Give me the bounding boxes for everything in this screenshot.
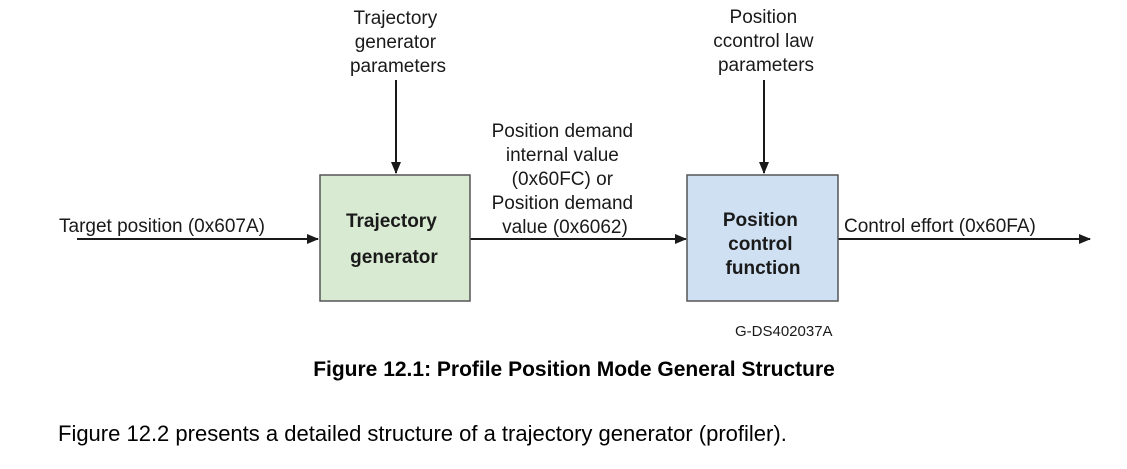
figure-caption: Figure 12.1: Profile Position Mode Gener… [313, 358, 835, 381]
input-label: Target position (0x607A) [59, 216, 265, 237]
traj-box-label: Trajectory generator [346, 211, 442, 268]
body-paragraph: Figure 12.2 presents a detailed structur… [58, 421, 787, 446]
demand-line: Position demand [492, 121, 634, 142]
pos-params-label: Position ccontrol law parameters [713, 7, 819, 76]
demand-line: internal value [506, 145, 619, 166]
pos-box-label: Position control function [723, 210, 803, 279]
pos-box-line: function [726, 258, 801, 279]
demand-line: value (0x6062) [502, 217, 628, 238]
demand-label: Position demand internal value (0x60FC) … [492, 121, 639, 238]
pos-box-line: control [728, 234, 792, 255]
pos-params-line: parameters [718, 55, 814, 76]
traj-box-line: Trajectory [346, 211, 437, 232]
traj-params-line: Trajectory [353, 8, 437, 29]
pos-box-line: Position [723, 210, 798, 231]
output-label: Control effort (0x60FA) [844, 216, 1036, 237]
traj-params-label: Trajectory generator parameters [350, 8, 446, 77]
demand-line: Position demand [492, 193, 634, 214]
traj-params-line: generator [355, 32, 437, 53]
figure-code: G-DS402037A [735, 323, 833, 340]
pos-params-line: ccontrol law [713, 31, 814, 52]
demand-line: (0x60FC) or [512, 169, 614, 190]
position-control-box [686, 174, 839, 302]
traj-params-line: parameters [350, 56, 446, 77]
traj-box-line: generator [350, 247, 438, 268]
pos-params-line: Position [730, 7, 798, 28]
trajectory-generator-box [319, 174, 471, 302]
